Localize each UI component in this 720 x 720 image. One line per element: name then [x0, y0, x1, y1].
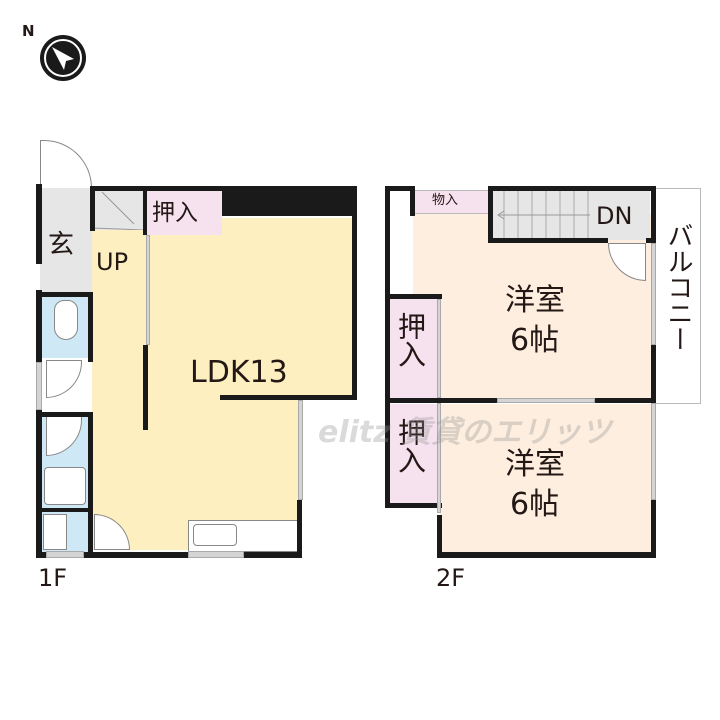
wall	[220, 395, 357, 400]
kitchen-counter	[188, 520, 298, 552]
room-ldk-main	[147, 218, 355, 396]
hallway-2f-side	[413, 214, 443, 294]
wall	[651, 186, 656, 243]
window	[651, 243, 656, 345]
wash-basin-icon	[43, 514, 67, 550]
wall	[36, 508, 92, 512]
balcony	[655, 188, 701, 404]
room-label-youshitsu-upper-size: 6帖	[510, 323, 560, 358]
room-oshiire-2f-lower	[390, 404, 438, 504]
wall	[385, 294, 442, 299]
wall	[385, 186, 390, 508]
north-arrow-icon	[38, 33, 88, 83]
room-label-oshiire-1f: 押入	[152, 200, 198, 226]
wall	[36, 412, 92, 417]
wall	[90, 186, 95, 231]
window	[188, 551, 244, 558]
wall	[88, 412, 93, 557]
window	[651, 403, 656, 500]
toilet-icon	[54, 300, 78, 340]
window	[298, 400, 303, 500]
room-label-monoire: 物入	[432, 193, 459, 208]
wall	[385, 503, 442, 508]
balcony-label: バルコニー	[663, 222, 693, 352]
wall	[488, 186, 493, 242]
floor-1f: 玄 UP LDK13 押入 1F	[0, 0, 370, 600]
window	[36, 362, 42, 410]
room-ldk	[92, 230, 147, 550]
wall	[36, 292, 92, 297]
room-label-oshiire-2f-upper: 押入	[394, 312, 427, 368]
bathtub-icon	[44, 467, 86, 505]
floor-2f: 物入 DN 洋室 6帖 洋室 6帖 押入 押入 バルコニー	[385, 186, 701, 592]
stairs-down-label: DN	[596, 202, 633, 230]
wall	[437, 552, 656, 558]
watermark: elitz 賃貸のエリッツ	[318, 415, 612, 450]
window	[46, 551, 84, 558]
wall	[651, 345, 656, 400]
wall	[352, 186, 357, 398]
room-monoire	[413, 190, 489, 214]
wall	[385, 186, 415, 191]
wall	[595, 398, 656, 403]
wall	[437, 515, 442, 558]
wall	[143, 190, 147, 235]
wall	[410, 186, 415, 216]
wall	[222, 186, 357, 216]
wall	[297, 500, 302, 558]
wall	[488, 238, 608, 243]
wall	[385, 398, 497, 403]
wall	[36, 552, 300, 558]
wall	[36, 184, 42, 264]
window	[437, 403, 441, 513]
room-youshitsu-lower	[440, 404, 652, 554]
sink-icon	[193, 524, 237, 546]
room-youshitsu-upper	[440, 244, 652, 399]
window	[437, 299, 441, 398]
window	[497, 398, 595, 403]
floor-label-2f: 2F	[436, 564, 466, 592]
room-label-youshitsu-upper-name: 洋室	[505, 283, 565, 318]
room-label-youshitsu-lower-size: 6帖	[510, 487, 560, 522]
wall	[651, 500, 656, 558]
room-label-genkan: 玄	[48, 230, 75, 260]
window	[146, 235, 150, 345]
stairs-2f	[490, 190, 650, 240]
compass-north-label: N	[22, 22, 35, 40]
wall	[488, 186, 656, 191]
floor-label-1f: 1F	[38, 564, 68, 592]
room-oshiire-1f	[147, 190, 222, 235]
stairs-1f	[91, 188, 145, 231]
room-oshiire-2f-upper	[390, 298, 438, 400]
toilet-door	[46, 360, 82, 398]
room-genkan	[40, 188, 92, 293]
wall	[143, 345, 148, 430]
room-label-oshiire-2f-lower: 押入	[394, 418, 427, 474]
room-label-ldk: LDK13	[190, 355, 288, 390]
stairs-up-label: UP	[96, 248, 129, 276]
room-label-youshitsu-lower-name: 洋室	[505, 447, 565, 482]
wall	[88, 292, 93, 362]
wall	[36, 290, 42, 555]
